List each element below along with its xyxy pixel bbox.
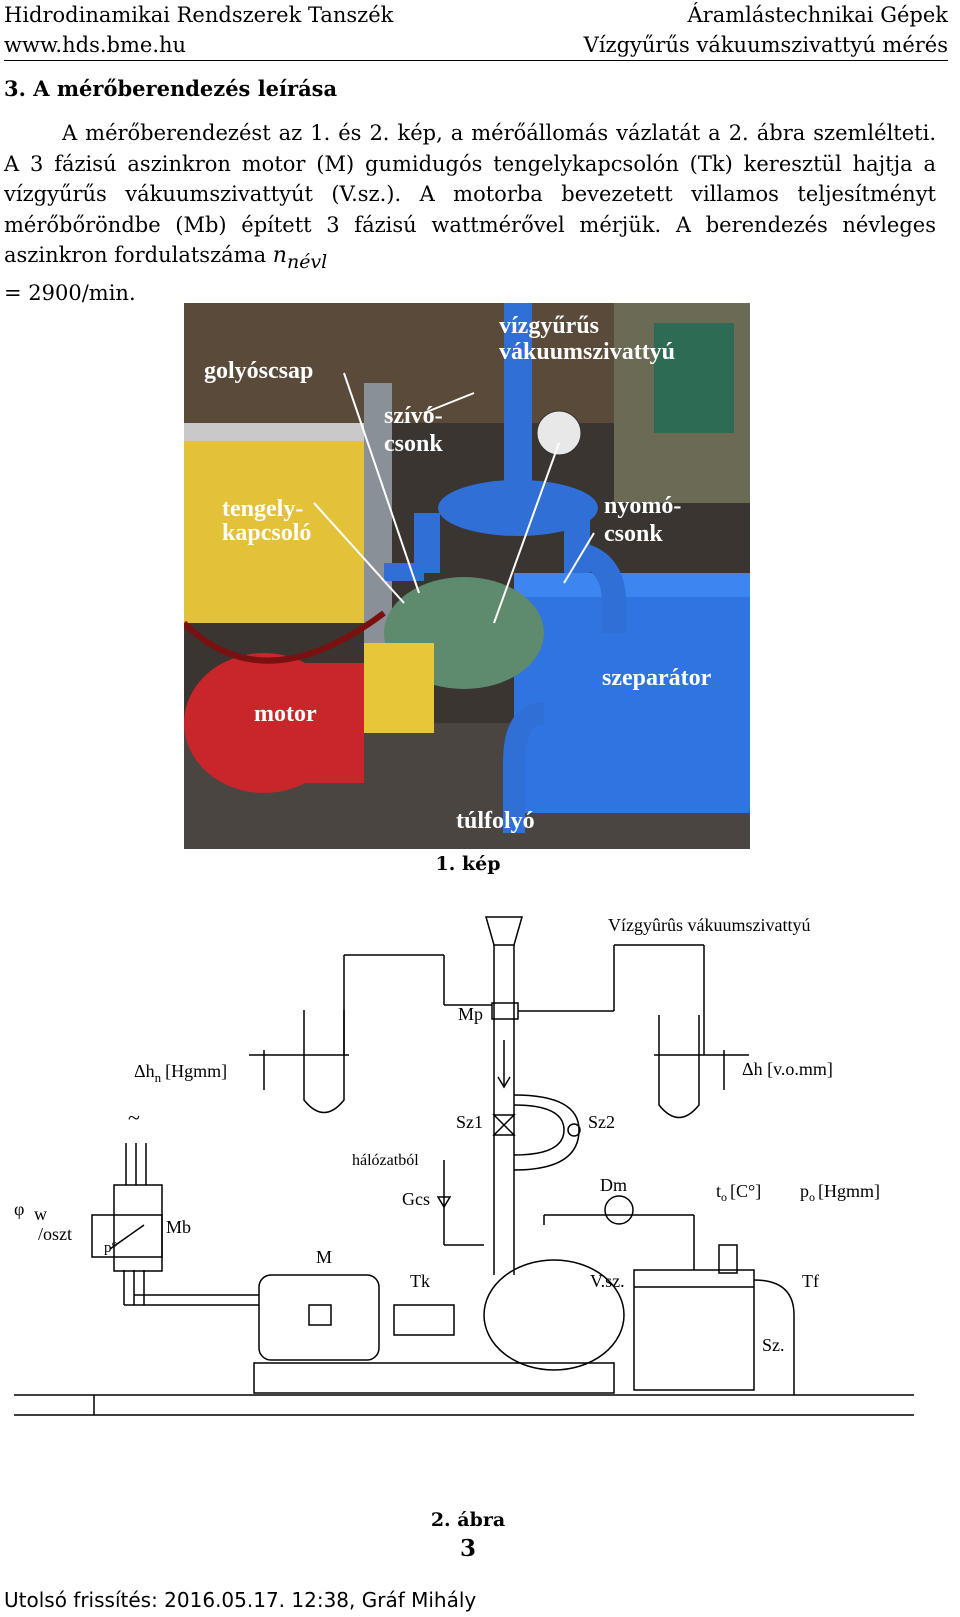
- diagram-label-sz1: Sz1: [456, 1112, 483, 1132]
- footer-update: Utolsó frissítés: 2016.05.17. 12:38, Grá…: [4, 1588, 477, 1612]
- paragraph-text: A mérőberendezést az 1. és 2. kép, a mér…: [4, 121, 936, 268]
- diagram-label-dm: Dm: [600, 1175, 627, 1195]
- section-title: 3. A mérőberendezés leírása: [4, 76, 338, 101]
- paragraph-tail: = 2900/min.: [4, 280, 136, 305]
- diagram-label-sz: Sz.: [762, 1335, 785, 1355]
- diagram-label-phi: φ: [14, 1199, 24, 1219]
- diagram-label-tilde: ~: [128, 1105, 140, 1130]
- diagram-label-pump-title: Vízgyûrûs vákuumszivattyú: [608, 915, 810, 935]
- header-measurement: Vízgyűrűs vákuumszivattyú mérés: [583, 33, 948, 57]
- diagram-label-t0: to[C°]: [716, 1181, 761, 1204]
- diagram-label-p-deg: p°: [104, 1240, 118, 1256]
- diagram-label-w: w: [34, 1204, 47, 1224]
- label-discharge: nyomó-csonk: [604, 493, 681, 547]
- header-url: www.hds.bme.hu: [4, 33, 187, 57]
- diagram-label-vsz: V.sz.: [590, 1271, 625, 1291]
- diagram-label-tk: Tk: [410, 1271, 430, 1291]
- diagram-label-oszt: /oszt: [38, 1224, 72, 1244]
- diagram-caption: 2. ábra: [430, 1509, 506, 1531]
- photo-caption: 1. kép: [435, 853, 501, 875]
- header-department: Hidrodinamikai Rendszerek Tanszék: [4, 3, 394, 27]
- page-number: 3: [459, 1535, 476, 1562]
- diagram-label-mb: Mb: [166, 1217, 191, 1237]
- header-course: Áramlástechnikai Gépek: [687, 3, 948, 27]
- diagram-label-mp: Mp: [458, 1004, 483, 1024]
- label-motor: motor: [254, 701, 317, 727]
- label-separator: szeparátor: [602, 665, 712, 691]
- diagram-label-sz2: Sz2: [588, 1112, 615, 1132]
- diagram-label-halozat: hálózatból: [352, 1152, 419, 1169]
- label-overflow: túlfolyó: [456, 808, 535, 834]
- diagram-label-gcs: Gcs: [402, 1189, 430, 1209]
- diagram-label-dh: Δh [v.o.mm]: [742, 1059, 833, 1079]
- body-paragraph: A mérőberendezést az 1. és 2. kép, a mér…: [4, 118, 936, 309]
- n-subscript: névl: [286, 251, 328, 274]
- diagram-label-dhn: Δhn[Hgmm]: [134, 1061, 227, 1085]
- diagram-label-m: M: [316, 1247, 332, 1267]
- diagram-label-p0: po[Hgmm]: [800, 1181, 880, 1204]
- label-coupling: tengely-kapcsoló: [222, 496, 311, 546]
- diagram-label-tf: Tf: [802, 1271, 819, 1291]
- label-valve: golyóscsap: [204, 358, 313, 384]
- n-symbol: n: [272, 243, 287, 269]
- header-rule: [4, 60, 948, 61]
- measurement-station-diagram: Vízgyûrûs vákuumszivattyú Mp Δhn[Hgmm] Δ…: [14, 915, 914, 1416]
- label-suction: szívó-csonk: [384, 403, 443, 457]
